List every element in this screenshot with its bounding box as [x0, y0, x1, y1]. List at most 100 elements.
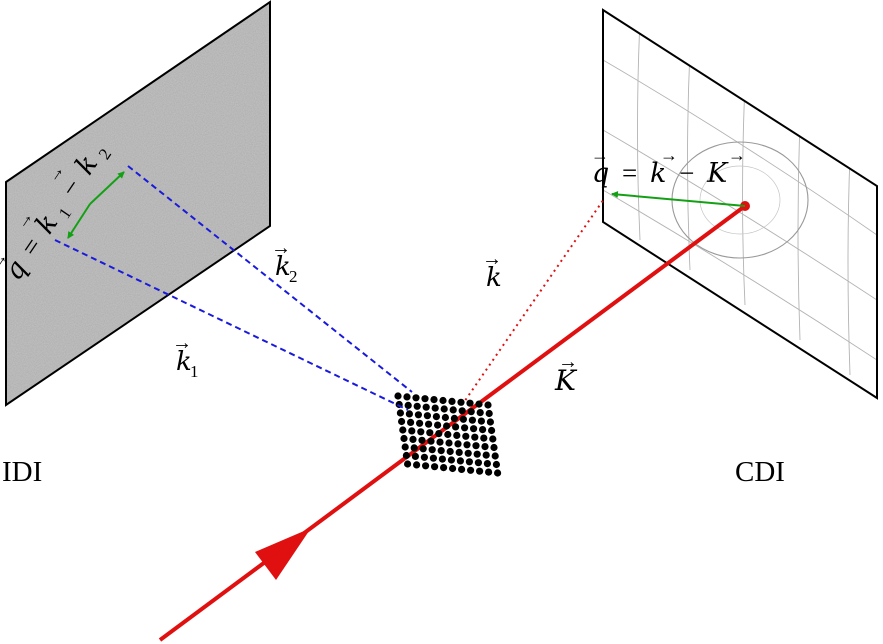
lattice-atom — [453, 431, 461, 439]
lattice-atom — [427, 437, 435, 445]
lattice-atom — [491, 452, 499, 460]
lattice-atom — [468, 416, 476, 424]
svg-text:K: K — [554, 364, 578, 397]
ray-k2 — [127, 165, 413, 393]
lattice-atom — [422, 462, 430, 470]
lattice-atom — [445, 439, 453, 447]
lattice-atom — [419, 445, 427, 453]
lattice-atom — [440, 464, 448, 472]
lattice-atom — [425, 420, 433, 428]
lattice-atom — [476, 467, 484, 475]
lattice-atom — [443, 422, 451, 430]
beam-direction-arrowhead — [255, 528, 311, 580]
lattice-atom — [450, 414, 458, 422]
lattice-atom — [477, 417, 485, 425]
lattice-atom — [471, 433, 479, 441]
lattice-atom — [466, 399, 474, 407]
lattice-atom — [414, 411, 422, 419]
lattice-atom — [448, 397, 456, 405]
lattice-atom — [456, 457, 464, 465]
lattice-atom — [396, 409, 404, 417]
lattice-atom — [405, 410, 413, 418]
label-q-idi: q = k 1 − k 2 → → → — [0, 137, 117, 289]
svg-text:k: k — [275, 252, 291, 282]
lattice-atom — [432, 413, 440, 421]
label-idi: IDI — [2, 456, 42, 488]
lattice-atom — [486, 418, 494, 426]
lattice-atom — [412, 394, 420, 402]
svg-text:→: → — [660, 145, 678, 165]
q-arrow-idi — [89, 171, 125, 205]
label-k: k → — [482, 248, 502, 293]
lattice-atom — [484, 401, 492, 409]
svg-text:→: → — [558, 351, 578, 373]
lattice-atom — [472, 442, 480, 450]
lattice-atom — [454, 440, 462, 448]
lattice-atom — [398, 417, 406, 426]
lattice-atom — [401, 443, 409, 451]
scattered-k-ray — [461, 198, 605, 406]
label-q-cdi: q = k − K → → → — [591, 145, 746, 189]
lattice-atom — [407, 418, 415, 426]
lattice-atom — [417, 428, 425, 436]
lattice-atom — [404, 401, 412, 409]
ray-k1 — [54, 239, 409, 411]
lattice-atom — [447, 456, 455, 464]
svg-text:→: → — [482, 248, 502, 270]
lattice-atom — [402, 451, 410, 460]
lattice-atom — [461, 424, 469, 432]
lattice-atom — [482, 451, 490, 459]
lattice-atom — [481, 443, 489, 451]
sample-crystal — [394, 392, 502, 477]
label-k2: k 2 → — [271, 237, 298, 286]
cdi-screen — [602, 8, 878, 400]
lattice-atom — [394, 392, 402, 400]
lattice-atom — [476, 409, 484, 417]
svg-text:q = k 1: q = k 1 − k 2 — [0, 137, 117, 289]
svg-text:k: k — [486, 263, 502, 293]
lattice-atom — [467, 408, 475, 416]
label-k1: k 1 → — [172, 332, 199, 381]
lattice-atom — [458, 465, 466, 473]
q-arrow-idi-back — [67, 203, 91, 239]
lattice-atom — [452, 423, 460, 431]
lattice-atom — [411, 452, 419, 460]
label-K: K → — [554, 351, 578, 397]
lattice-atom — [418, 436, 426, 444]
lattice-atom — [423, 412, 431, 420]
q-arrow-cdi — [611, 191, 746, 207]
lattice-atom — [462, 432, 470, 440]
lattice-atom — [440, 405, 448, 413]
lattice-atom — [422, 403, 430, 411]
lattice-atom — [483, 460, 491, 468]
lattice-atom — [449, 406, 457, 414]
lattice-atom — [489, 435, 497, 443]
svg-text:→: → — [591, 145, 609, 165]
lattice-atom — [437, 447, 445, 455]
lattice-atom — [410, 444, 418, 452]
svg-text:q = k −: q = k − K — [592, 158, 729, 189]
svg-text:k: k — [176, 347, 192, 377]
lattice-atom — [479, 426, 487, 434]
lattice-atom — [465, 458, 473, 466]
lattice-atom — [475, 400, 483, 408]
lattice-atom — [435, 430, 443, 438]
svg-text:→: → — [271, 237, 291, 259]
label-cdi: CDI — [735, 456, 785, 488]
lattice-atom — [485, 409, 493, 418]
lattice-atom — [400, 434, 408, 443]
lattice-atom — [399, 426, 407, 434]
lattice-atom — [431, 463, 439, 471]
lattice-atom — [438, 455, 446, 463]
lattice-atom — [403, 393, 411, 401]
lattice-atom — [413, 461, 421, 469]
lattice-atom — [431, 404, 439, 412]
lattice-atom — [488, 426, 496, 435]
lattice-atom — [413, 402, 421, 410]
lattice-atom — [490, 443, 498, 452]
lattice-atom — [480, 434, 488, 442]
lattice-atom — [470, 425, 478, 433]
lattice-atom — [404, 460, 412, 468]
